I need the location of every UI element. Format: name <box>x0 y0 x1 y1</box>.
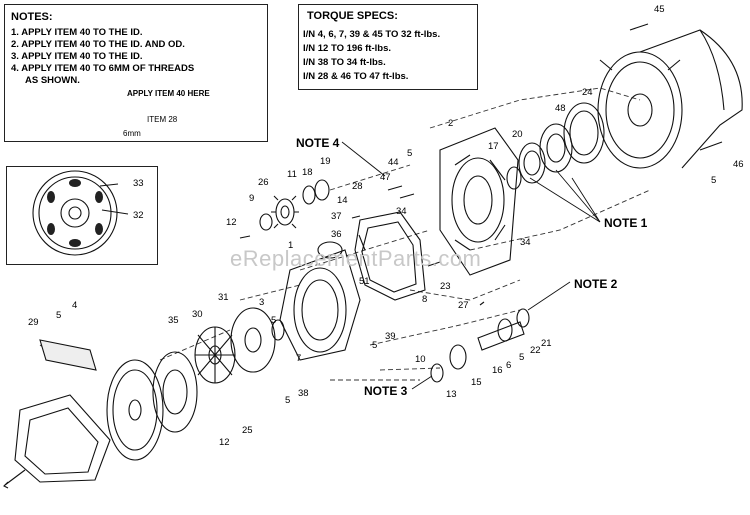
part-label-45: 45 <box>654 4 665 15</box>
small-hardware <box>239 23 723 341</box>
part-label-37: 37 <box>331 211 342 222</box>
part-label-5b: 5 <box>407 148 413 159</box>
notes-title: NOTES: <box>11 11 53 23</box>
gear-housing <box>279 241 361 361</box>
dimension-label: 6mm <box>123 129 141 138</box>
part-label-16: 16 <box>492 365 503 376</box>
part-label-13: 13 <box>446 389 457 400</box>
torque-title: TORQUE SPECS: <box>307 10 398 22</box>
part-label-21: 21 <box>541 338 552 349</box>
part-label-5g: 5 <box>519 352 525 363</box>
torque-line-2: I/N 12 TO 196 ft-lbs. <box>303 43 391 54</box>
part-label-28: 28 <box>352 181 363 192</box>
part-label-8: 8 <box>422 294 428 305</box>
note-line-5: AS SHOWN. <box>25 75 80 86</box>
apply-label: APPLY ITEM 40 HERE <box>127 89 210 98</box>
part-label-23: 23 <box>440 281 451 292</box>
part-label-34b: 34 <box>520 237 531 248</box>
part-label-48: 48 <box>555 103 566 114</box>
part-label-39: 39 <box>385 331 396 342</box>
gasket <box>354 211 426 301</box>
coupling-inset-panel: 33 32 <box>6 166 158 265</box>
part-label-20: 20 <box>512 129 523 140</box>
part-label-44: 44 <box>388 157 399 168</box>
part-label-11: 11 <box>287 169 297 180</box>
gears <box>194 195 299 384</box>
torque-specs-panel: TORQUE SPECS: I/N 4, 6, 7, 39 & 45 TO 32… <box>298 4 478 90</box>
torque-line-1: I/N 4, 6, 7, 39 & 45 TO 32 ft-lbs. <box>303 29 441 40</box>
part-label-30: 30 <box>192 309 203 320</box>
part-label-51: 51 <box>359 276 370 287</box>
watermark: eReplacementParts.com <box>230 246 482 271</box>
part-label-5c: 5 <box>271 315 277 326</box>
note-4-callout: NOTE 4 <box>296 136 340 150</box>
note-leaders <box>341 141 601 390</box>
note-line-1: 1. APPLY ITEM 40 TO THE ID. <box>11 27 143 38</box>
note-line-2: 2. APPLY ITEM 40 TO THE ID. AND OD. <box>11 39 185 50</box>
part-label-12a: 12 <box>226 217 237 228</box>
part-label-22: 22 <box>530 345 541 356</box>
output-shaft <box>430 308 530 383</box>
note-2-callout: NOTE 2 <box>574 277 618 291</box>
part-label-5a: 5 <box>711 175 717 186</box>
part-label-5e: 5 <box>372 340 378 351</box>
seal-rings <box>506 102 605 190</box>
part-label-19: 19 <box>320 156 331 167</box>
generator-housing <box>597 29 743 169</box>
part-label-5f: 5 <box>56 310 62 321</box>
torque-line-4: I/N 28 & 46 TO 47 ft-lbs. <box>303 71 409 82</box>
part-label-9: 9 <box>249 193 255 204</box>
part-label-35: 35 <box>168 315 179 326</box>
part-label-5d: 5 <box>285 395 291 406</box>
part-label-36: 36 <box>331 229 342 240</box>
part-label-12b: 12 <box>219 437 230 448</box>
part-label-14: 14 <box>337 195 348 206</box>
part-label-25: 25 <box>242 425 253 436</box>
part-label-2: 2 <box>448 118 454 129</box>
part-label-6: 6 <box>506 360 512 371</box>
anti-vibration-plate <box>39 339 97 371</box>
part-label-31: 31 <box>218 292 229 303</box>
note-3-callout: NOTE 3 <box>364 384 408 398</box>
part-label-7: 7 <box>296 353 302 364</box>
part-label-4: 4 <box>72 300 78 311</box>
item-label: ITEM 28 <box>147 115 178 124</box>
torque-line-3: I/N 38 TO 34 ft-lbs. <box>303 57 386 68</box>
part-label-1: 1 <box>288 240 294 251</box>
note-line-3: 3. APPLY ITEM 40 TO THE ID. <box>11 51 143 62</box>
adapter-plate <box>439 127 519 276</box>
part-label-29: 29 <box>28 317 39 328</box>
part-label-46: 46 <box>733 159 744 170</box>
part-label-27: 27 <box>458 300 469 311</box>
part-label-15: 15 <box>471 377 482 388</box>
part-label-47: 47 <box>380 172 391 183</box>
part-label-34a: 34 <box>396 206 407 217</box>
notes-panel: NOTES: 1. APPLY ITEM 40 TO THE ID. 2. AP… <box>4 4 268 142</box>
part-label-10: 10 <box>415 354 426 365</box>
inset-label-32: 32 <box>133 210 144 221</box>
part-label-38: 38 <box>298 388 309 399</box>
part-label-18: 18 <box>302 167 313 178</box>
part-label-26: 26 <box>258 177 269 188</box>
inset-label-33: 33 <box>133 178 144 189</box>
inset-coupling-drawing <box>32 170 129 256</box>
note-1-callout: NOTE 1 <box>604 216 648 230</box>
part-label-24: 24 <box>582 87 593 98</box>
note-line-4: 4. APPLY ITEM 40 TO 6MM OF THREADS <box>11 63 195 74</box>
part-label-3: 3 <box>259 297 265 308</box>
part-label-17: 17 <box>488 141 499 152</box>
flywheel-and-bell-housing <box>3 351 198 489</box>
